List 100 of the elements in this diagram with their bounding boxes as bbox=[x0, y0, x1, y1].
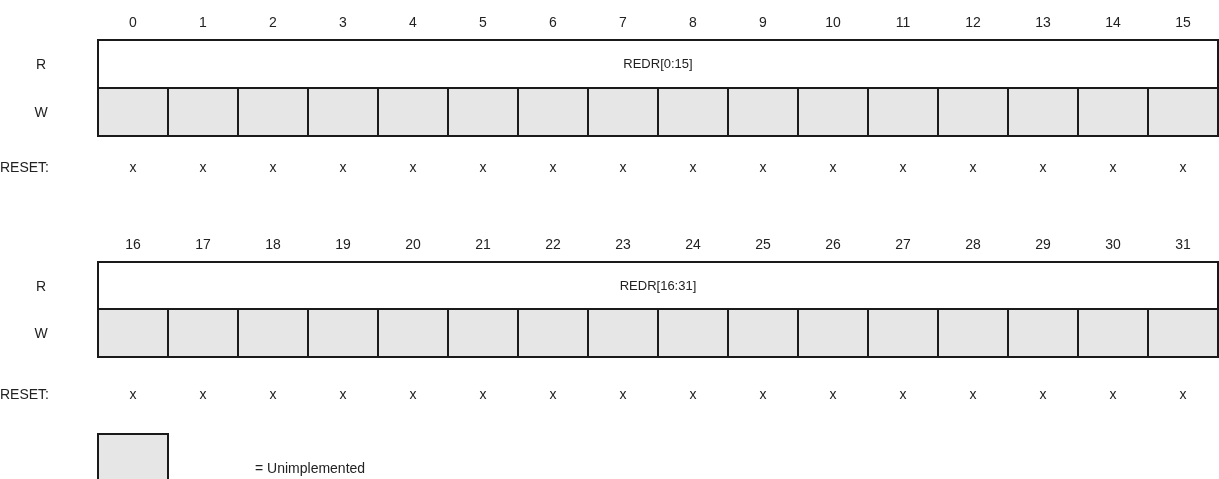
unimplemented-bit-cell bbox=[587, 87, 659, 137]
reset-value: x bbox=[829, 157, 837, 177]
bit-number: 24 bbox=[685, 234, 701, 254]
unimplemented-bit-cell bbox=[727, 87, 799, 137]
register-field: REDR[16:31] bbox=[97, 261, 1219, 310]
unimplemented-bit-cell bbox=[447, 87, 519, 137]
unimplemented-bit-cell bbox=[797, 308, 869, 358]
reset-value: x bbox=[549, 157, 557, 177]
reset-value: x bbox=[129, 157, 137, 177]
unimplemented-bit-cell bbox=[97, 308, 169, 358]
register-field: REDR[0:15] bbox=[97, 39, 1219, 89]
reset-value: x bbox=[619, 384, 627, 404]
bit-number: 16 bbox=[125, 234, 141, 254]
unimplemented-bit-cell bbox=[377, 308, 449, 358]
reset-value: x bbox=[1109, 384, 1117, 404]
unimplemented-bit-cell bbox=[1077, 308, 1149, 358]
reset-value: x bbox=[339, 384, 347, 404]
unimplemented-bit-cell bbox=[447, 308, 519, 358]
row-label: W bbox=[34, 102, 48, 122]
bit-number: 30 bbox=[1105, 234, 1121, 254]
reset-value: x bbox=[1039, 384, 1047, 404]
bit-number: 21 bbox=[475, 234, 491, 254]
row-label: RESET: bbox=[0, 157, 49, 177]
unimplemented-bit-cell bbox=[867, 87, 939, 137]
unimplemented-bit-cell bbox=[1077, 87, 1149, 137]
bit-number: 3 bbox=[339, 12, 347, 32]
reset-value: x bbox=[409, 157, 417, 177]
bit-number: 11 bbox=[895, 12, 911, 32]
unimplemented-bit-cell bbox=[517, 308, 589, 358]
row-label: R bbox=[35, 54, 47, 74]
bit-number: 19 bbox=[335, 234, 351, 254]
reset-value: x bbox=[969, 384, 977, 404]
row-label: R bbox=[35, 276, 47, 295]
unimplemented-bit-cell bbox=[237, 308, 309, 358]
bit-number: 12 bbox=[965, 12, 981, 32]
bit-number: 18 bbox=[265, 234, 281, 254]
reset-value: x bbox=[199, 157, 207, 177]
bit-number: 28 bbox=[965, 234, 981, 254]
reset-value: x bbox=[969, 157, 977, 177]
reset-value: x bbox=[1179, 384, 1187, 404]
unimplemented-bit-cell bbox=[517, 87, 589, 137]
bit-number: 31 bbox=[1175, 234, 1191, 254]
bit-number: 20 bbox=[405, 234, 421, 254]
reset-value: x bbox=[479, 384, 487, 404]
unimplemented-bit-cell bbox=[167, 87, 239, 137]
unimplemented-bit-cell bbox=[307, 87, 379, 137]
unimplemented-bit-cell bbox=[167, 308, 239, 358]
reset-value: x bbox=[759, 157, 767, 177]
bit-number: 29 bbox=[1035, 234, 1051, 254]
bit-number: 8 bbox=[689, 12, 697, 32]
bit-number: 13 bbox=[1035, 12, 1051, 32]
reset-value: x bbox=[1109, 157, 1117, 177]
reset-value: x bbox=[1179, 157, 1187, 177]
reset-value: x bbox=[689, 384, 697, 404]
unimplemented-bit-cell bbox=[1147, 308, 1219, 358]
unimplemented-bit-cell bbox=[307, 308, 379, 358]
reset-value: x bbox=[129, 384, 137, 404]
bit-number: 1 bbox=[199, 12, 207, 32]
bit-number: 5 bbox=[479, 12, 487, 32]
bit-number: 22 bbox=[545, 234, 561, 254]
unimplemented-bit-cell bbox=[1007, 87, 1079, 137]
unimplemented-bit-cell bbox=[377, 87, 449, 137]
unimplemented-bit-cell bbox=[657, 308, 729, 358]
unimplemented-bit-cell bbox=[1147, 87, 1219, 137]
reset-value: x bbox=[199, 384, 207, 404]
reset-value: x bbox=[339, 157, 347, 177]
reset-value: x bbox=[549, 384, 557, 404]
reset-value: x bbox=[1039, 157, 1047, 177]
reset-value: x bbox=[479, 157, 487, 177]
unimplemented-bit-cell bbox=[797, 87, 869, 137]
bit-number: 15 bbox=[1175, 12, 1191, 32]
reset-value: x bbox=[689, 157, 697, 177]
bit-number: 9 bbox=[759, 12, 767, 32]
unimplemented-bit-cell bbox=[97, 87, 169, 137]
unimplemented-bit-cell bbox=[587, 308, 659, 358]
row-label: RESET: bbox=[0, 384, 49, 404]
unimplemented-bit-cell bbox=[937, 308, 1009, 358]
reset-value: x bbox=[269, 384, 277, 404]
reset-value: x bbox=[899, 157, 907, 177]
bit-number: 17 bbox=[195, 234, 211, 254]
legend-text: = Unimplemented bbox=[255, 458, 366, 478]
bit-number: 10 bbox=[825, 12, 841, 32]
reset-value: x bbox=[829, 384, 837, 404]
unimplemented-bit-cell bbox=[1007, 308, 1079, 358]
bit-number: 2 bbox=[269, 12, 277, 32]
reset-value: x bbox=[899, 384, 907, 404]
bit-number: 26 bbox=[825, 234, 841, 254]
row-label: W bbox=[34, 323, 48, 343]
reset-value: x bbox=[409, 384, 417, 404]
bit-number: 23 bbox=[615, 234, 631, 254]
bit-number: 27 bbox=[895, 234, 911, 254]
unimplemented-bit-cell bbox=[727, 308, 799, 358]
unimplemented-bit-cell bbox=[937, 87, 1009, 137]
bit-number: 7 bbox=[619, 12, 627, 32]
unimplemented-bit-cell bbox=[237, 87, 309, 137]
reset-value: x bbox=[759, 384, 767, 404]
reset-value: x bbox=[269, 157, 277, 177]
reset-value: x bbox=[619, 157, 627, 177]
bit-number: 25 bbox=[755, 234, 771, 254]
bit-number: 0 bbox=[129, 12, 137, 32]
